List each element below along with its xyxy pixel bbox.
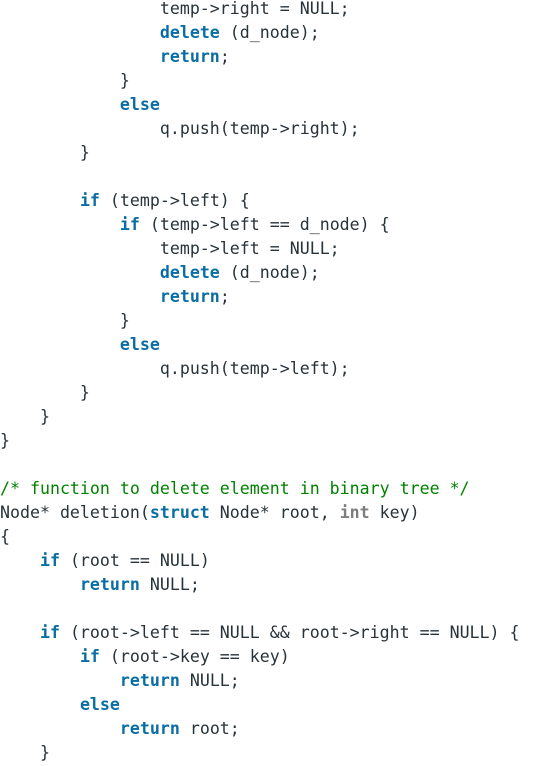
code-line: if (temp->left == d_node) { bbox=[0, 213, 534, 237]
code-text bbox=[0, 335, 120, 354]
code-text: temp->right = NULL; bbox=[0, 0, 350, 18]
code-text: key) bbox=[369, 503, 420, 522]
code-text: { bbox=[0, 527, 10, 546]
code-text: (temp->left) { bbox=[99, 191, 250, 210]
code-line: else bbox=[0, 93, 534, 117]
code-line bbox=[0, 453, 534, 477]
code-text bbox=[0, 695, 80, 714]
code-text: temp->left = NULL; bbox=[0, 239, 340, 258]
code-text: NULL; bbox=[139, 575, 200, 594]
code-line: /* function to delete element in binary … bbox=[0, 477, 534, 501]
code-line: if (temp->left) { bbox=[0, 189, 534, 213]
code-keyword: else bbox=[79, 695, 120, 714]
code-text: (d_node); bbox=[219, 23, 320, 42]
code-text: } bbox=[0, 743, 50, 762]
code-text bbox=[0, 671, 120, 690]
code-line: } bbox=[0, 69, 534, 93]
code-line: if (root == NULL) bbox=[0, 549, 534, 573]
code-text: ; bbox=[219, 47, 230, 66]
code-text bbox=[0, 95, 120, 114]
code-text bbox=[0, 23, 160, 42]
code-text bbox=[0, 215, 120, 234]
code-line bbox=[0, 165, 534, 189]
code-line: } bbox=[0, 405, 534, 429]
code-keyword: else bbox=[119, 335, 160, 354]
code-line: { bbox=[0, 525, 534, 549]
code-text: NULL; bbox=[179, 671, 240, 690]
code-keyword: if bbox=[79, 191, 100, 210]
code-text bbox=[0, 623, 40, 642]
code-keyword: if bbox=[79, 647, 100, 666]
code-text: (d_node); bbox=[219, 263, 320, 282]
code-text: (temp->left == d_node) { bbox=[139, 215, 390, 234]
code-text: ; bbox=[219, 287, 230, 306]
code-line: else bbox=[0, 333, 534, 357]
code-text: } bbox=[0, 407, 50, 426]
code-keyword: struct bbox=[149, 503, 210, 522]
code-keyword: else bbox=[119, 95, 160, 114]
code-text bbox=[0, 47, 160, 66]
code-text: q.push(temp->right); bbox=[0, 119, 360, 138]
code-line: return; bbox=[0, 285, 534, 309]
code-text bbox=[0, 647, 80, 666]
code-text bbox=[0, 551, 40, 570]
code-text bbox=[0, 287, 160, 306]
code-line: } bbox=[0, 741, 534, 765]
code-keyword: return bbox=[119, 719, 180, 738]
code-line: return NULL; bbox=[0, 573, 534, 597]
code-text: q.push(temp->left); bbox=[0, 359, 350, 378]
code-line: delete (d_node); bbox=[0, 21, 534, 45]
code-keyword: delete bbox=[159, 263, 220, 282]
code-text: root; bbox=[179, 719, 240, 738]
code-text: Node* root, bbox=[209, 503, 340, 522]
code-line: } bbox=[0, 381, 534, 405]
code-text bbox=[0, 719, 120, 738]
code-text: } bbox=[0, 383, 90, 402]
code-line: } bbox=[0, 309, 534, 333]
code-keyword: return bbox=[159, 287, 220, 306]
code-text bbox=[0, 575, 80, 594]
code-line: if (root->left == NULL && root->right ==… bbox=[0, 621, 534, 645]
code-line: return root; bbox=[0, 717, 534, 741]
code-text: } bbox=[0, 71, 130, 90]
code-line: temp->left = NULL; bbox=[0, 237, 534, 261]
code-line: return NULL; bbox=[0, 669, 534, 693]
code-keyword: return bbox=[159, 47, 220, 66]
code-keyword: if bbox=[119, 215, 140, 234]
code-line: else bbox=[0, 693, 534, 717]
code-text: Node* deletion( bbox=[0, 503, 150, 522]
code-text: (root->key == key) bbox=[99, 647, 290, 666]
code-text: } bbox=[0, 431, 10, 450]
code-type: int bbox=[339, 503, 370, 522]
code-text bbox=[0, 263, 160, 282]
code-keyword: return bbox=[119, 671, 180, 690]
code-line: q.push(temp->left); bbox=[0, 357, 534, 381]
code-line: q.push(temp->right); bbox=[0, 117, 534, 141]
code-keyword: delete bbox=[159, 23, 220, 42]
code-line: Node* deletion(struct Node* root, int ke… bbox=[0, 501, 534, 525]
code-comment: /* function to delete element in binary … bbox=[0, 479, 470, 498]
code-text: (root == NULL) bbox=[59, 551, 210, 570]
code-text: (root->left == NULL && root->right == NU… bbox=[59, 623, 520, 642]
code-line: delete (d_node); bbox=[0, 261, 534, 285]
code-text: } bbox=[0, 143, 90, 162]
code-keyword: if bbox=[39, 623, 60, 642]
code-keyword: if bbox=[39, 551, 60, 570]
code-line bbox=[0, 597, 534, 621]
code-keyword: return bbox=[79, 575, 140, 594]
code-line: } bbox=[0, 141, 534, 165]
code-line: } bbox=[0, 429, 534, 453]
code-text: } bbox=[0, 311, 130, 330]
code-line: temp->right = NULL; bbox=[0, 0, 534, 21]
code-text bbox=[0, 191, 80, 210]
code-line: if (root->key == key) bbox=[0, 645, 534, 669]
code-line: return; bbox=[0, 45, 534, 69]
